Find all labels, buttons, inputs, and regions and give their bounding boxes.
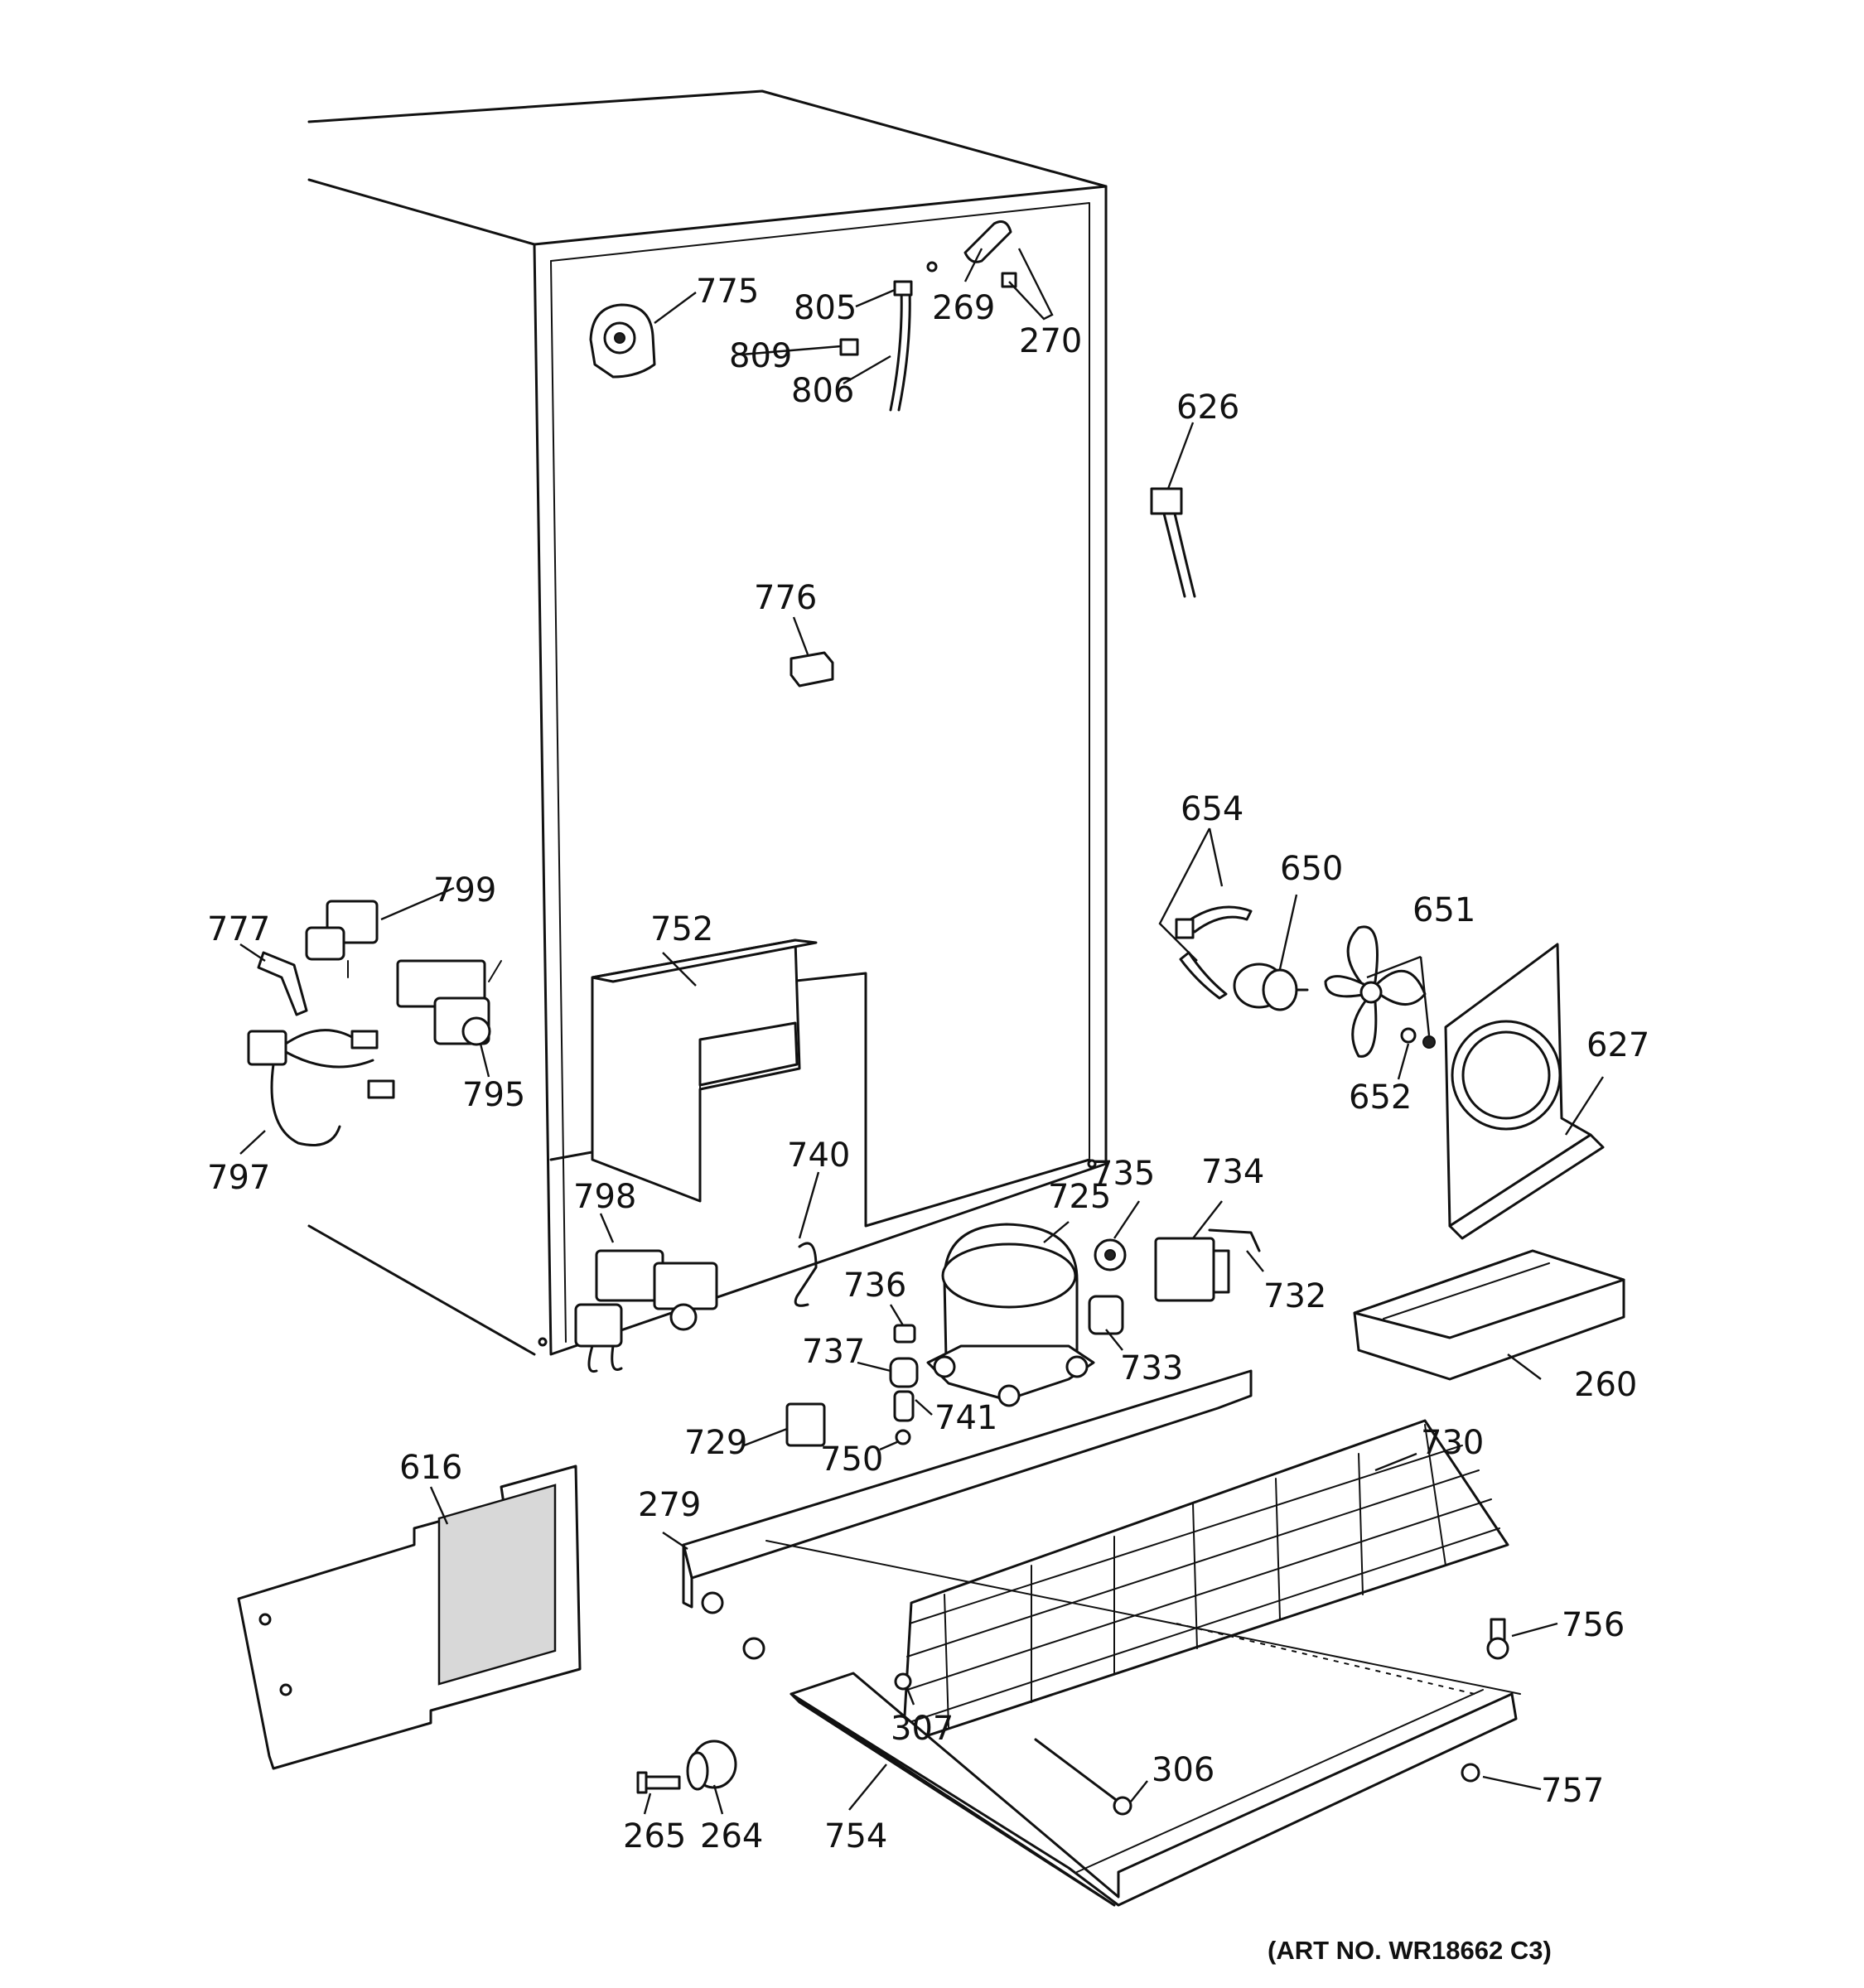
sleeve-741 <box>893 1390 915 1422</box>
label-270: 270 <box>1019 322 1082 360</box>
grommet-735 <box>1094 1238 1127 1271</box>
label-797: 797 <box>207 1159 270 1197</box>
art-number: (ART NO. WR18662 C3) <box>1268 1936 1552 1965</box>
label-798: 798 <box>573 1178 636 1216</box>
label-754: 754 <box>824 1817 887 1855</box>
label-307: 307 <box>891 1710 954 1748</box>
cabinet-case <box>307 89 1108 1356</box>
bolt-307 <box>894 1672 912 1691</box>
label-616: 616 <box>399 1449 462 1487</box>
spring-clip-740 <box>794 1242 818 1307</box>
label-264: 264 <box>700 1817 763 1855</box>
fan-shroud-627 <box>1444 943 1605 1240</box>
label-729: 729 <box>684 1424 747 1462</box>
label-795: 795 <box>462 1076 525 1114</box>
base-rail-279 <box>682 1369 1253 1660</box>
label-741: 741 <box>934 1399 997 1437</box>
label-725: 725 <box>1048 1178 1111 1216</box>
label-740: 740 <box>787 1136 850 1175</box>
label-650: 650 <box>1280 850 1343 888</box>
rod-306 <box>1034 1738 1132 1816</box>
label-626: 626 <box>1176 388 1239 427</box>
label-730: 730 <box>1421 1424 1484 1462</box>
label-651: 651 <box>1412 891 1475 929</box>
water-valve-799 <box>305 900 379 978</box>
label-756: 756 <box>1562 1606 1625 1644</box>
label-279: 279 <box>638 1486 701 1524</box>
label-733: 733 <box>1120 1349 1183 1387</box>
power-cord-626 <box>1150 487 1196 598</box>
connector-776 <box>790 651 834 688</box>
label-654: 654 <box>1181 790 1243 828</box>
label-777: 777 <box>207 910 270 948</box>
label-757: 757 <box>1541 1772 1604 1810</box>
overload-733 <box>1088 1295 1124 1335</box>
front-grille-616 <box>237 1464 582 1770</box>
label-260: 260 <box>1574 1366 1637 1404</box>
part-labels: 775 805 269 270 809 806 626 776 654 650 … <box>207 273 1649 1855</box>
label-269: 269 <box>932 289 995 327</box>
water-valve-798 <box>574 1249 718 1373</box>
capacitor-729 <box>785 1402 826 1447</box>
wire-harness-797 <box>247 1029 395 1146</box>
label-265: 265 <box>623 1817 686 1855</box>
label-775: 775 <box>696 273 759 311</box>
water-valve-795 <box>396 959 502 1046</box>
valve-handle-269 <box>963 220 1017 288</box>
fan-bracket-654 <box>1175 905 1253 1000</box>
label-776: 776 <box>754 579 817 617</box>
relay-734 <box>1154 1237 1230 1302</box>
water-tube-806 <box>839 261 938 412</box>
screw-750 <box>895 1429 911 1445</box>
label-732: 732 <box>1263 1277 1326 1315</box>
label-799: 799 <box>433 871 496 910</box>
label-652: 652 <box>1349 1078 1412 1117</box>
label-809: 809 <box>729 337 792 375</box>
label-627: 627 <box>1586 1026 1649 1064</box>
leveling-leg-756 <box>1486 1618 1509 1660</box>
label-750: 750 <box>820 1440 883 1479</box>
grommet-737 <box>889 1357 919 1388</box>
base-pan <box>765 1540 1521 1907</box>
label-734: 734 <box>1201 1153 1264 1191</box>
label-806: 806 <box>791 372 854 410</box>
fan-motor-650 <box>1233 963 1309 1011</box>
timer-775 <box>589 303 656 379</box>
base-bar-754 <box>790 1692 1116 1907</box>
label-752: 752 <box>650 910 713 948</box>
roller-264 <box>686 1740 737 1791</box>
label-736: 736 <box>843 1267 906 1305</box>
label-306: 306 <box>1152 1751 1214 1789</box>
leader-lines <box>239 248 1605 1815</box>
drain-pan-260 <box>1353 1249 1625 1381</box>
fan-blade-651 <box>1324 925 1436 1058</box>
label-735: 735 <box>1092 1155 1155 1193</box>
condenser-730 <box>901 1419 1509 1745</box>
compressor-725 <box>926 1223 1095 1407</box>
label-805: 805 <box>794 289 857 327</box>
duct-cover-752 <box>591 939 818 1203</box>
label-737: 737 <box>802 1333 865 1371</box>
clip-736 <box>893 1324 916 1344</box>
screw-265 <box>636 1771 681 1794</box>
clip-732 <box>1208 1228 1261 1252</box>
screw-757 <box>1461 1763 1480 1783</box>
bracket-777 <box>257 951 308 1016</box>
